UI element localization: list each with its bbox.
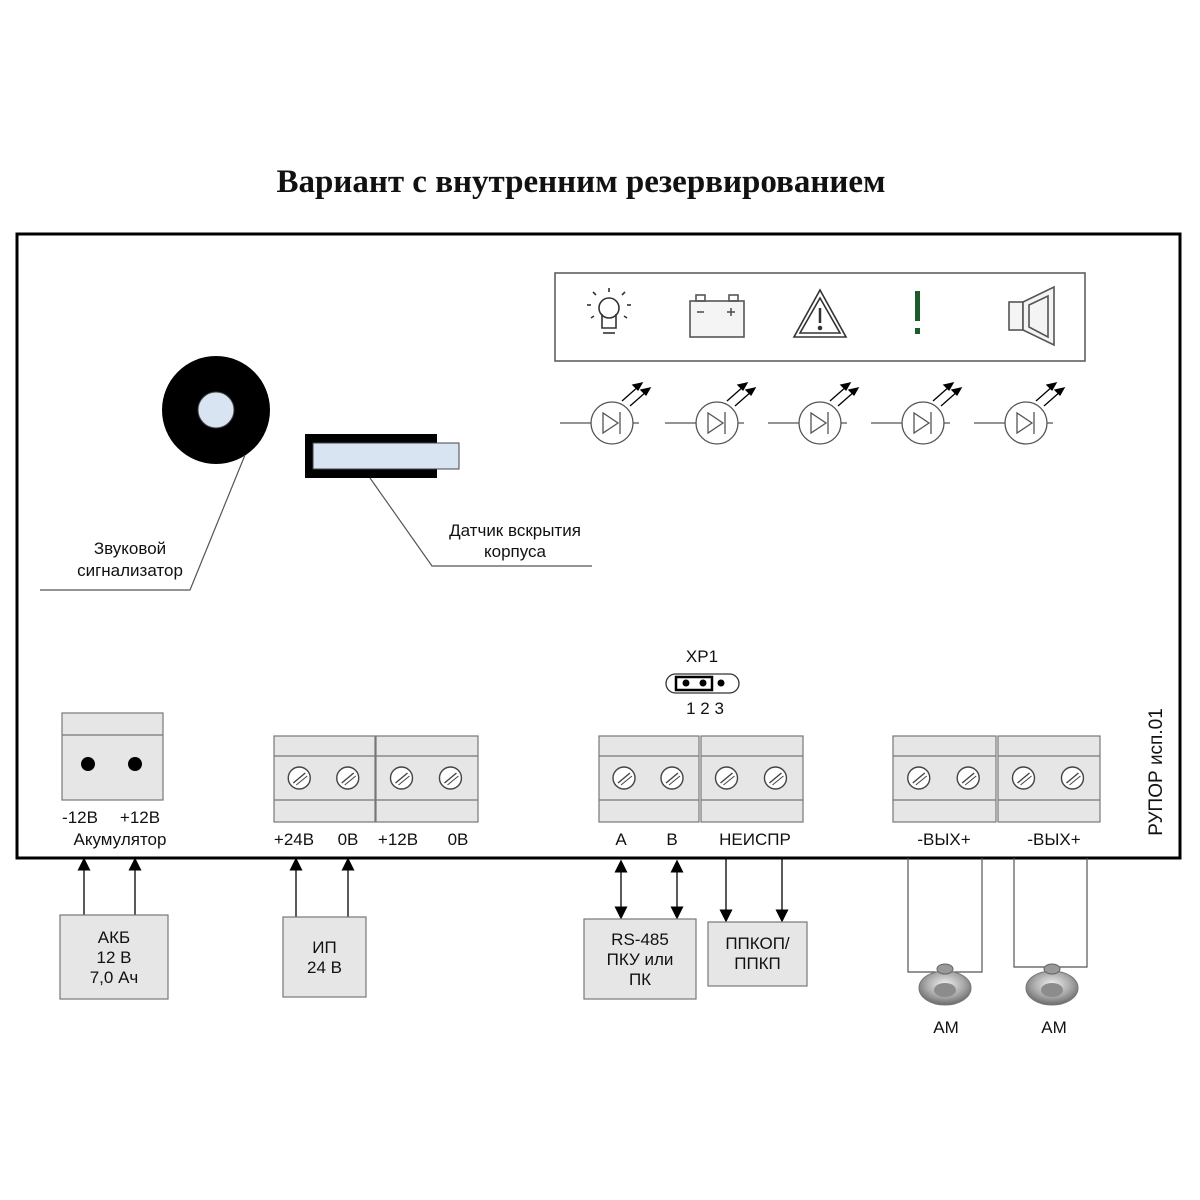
interface-terminal-block-1 [598,735,700,823]
interface-pin-fault: НЕИСПР [719,830,791,849]
screw-icon [1060,766,1085,790]
ppk-line-1: ППКОП/ [725,934,790,953]
ip-box [282,916,367,998]
output-terminal-block-2 [997,735,1101,823]
screw-icon [438,766,463,790]
speaker-1-wire [907,858,983,973]
interface-pin-a: А [615,830,627,849]
ppk-box [707,921,808,987]
xp1-pins: 1 2 3 [686,699,724,718]
led-2-icon [665,382,757,445]
akb-box [59,914,169,1000]
output-terminal-block-1 [892,735,997,823]
terminal-blocks [273,735,1101,823]
battery-connector [61,712,164,801]
xp1-label: XP1 [685,647,719,666]
power-pin-0v-1: 0В [337,830,359,849]
output-2-label: -ВЫХ+ [1027,830,1081,849]
screw-icon [389,766,414,790]
rs485-box [583,918,697,1000]
screw-icon [287,766,311,790]
ip-text: ИП 24 В [283,938,366,978]
screw-icon [714,766,739,790]
rs485-line-3: ПК [628,970,652,989]
tamper-label-2: корпуса [483,542,546,561]
power-pin-0v-2: 0В [447,830,469,849]
screw-icon [907,766,931,790]
power-terminal-block-1 [273,735,376,823]
battery-pin-minus: -12В [62,808,98,827]
ip-line-2: 24 В [307,958,342,977]
led-3-icon [768,382,860,445]
battery-icon [689,294,745,338]
interface-pin-b: В [666,830,678,849]
buzzer-label-2: сигнализатор [77,561,183,580]
screw-icon [336,766,360,790]
output-1-label: -ВЫХ+ [917,830,971,849]
ppk-text: ППКОП/ ППКП [708,934,807,974]
screw-icon [612,766,636,790]
screw-icon [1011,766,1036,790]
tamper-leader [369,477,592,567]
rs485-line-2: ПКУ или [606,950,674,969]
speaker-2-label: АМ [1041,1018,1067,1037]
tamper-sensor [305,434,460,478]
tamper-label-1: Датчик вскрытия [449,521,581,540]
akb-line-1: АКБ [97,928,131,947]
exclamation-icon [915,291,920,334]
akb-line-3: 7,0 Ач [89,968,139,987]
rs485-line-1: RS-485 [611,930,669,949]
battery-pin-plus: +12В [119,808,161,827]
speaker-2-icon [1025,963,1079,1006]
speaker-1-label: АМ [933,1018,959,1037]
interface-terminal-block-2 [700,735,804,823]
speaker-2-wire [1013,858,1088,968]
speaker-icon [1008,285,1055,347]
buzzer-label-1: Звуковой [93,539,167,558]
warning-triangle-icon [792,288,848,338]
led-row [560,382,1066,445]
rs485-text: RS-485 ПКУ или ПК [584,930,696,990]
screw-icon [660,766,684,790]
screw-icon [956,766,980,790]
battery-caption: Акумулятор [73,830,167,849]
akb-line-2: 12 В [96,948,132,967]
led-5-icon [974,382,1066,445]
light-bulb-icon [587,288,631,334]
power-pin-24v: +24В [273,830,315,849]
buzzer-leader [40,454,246,591]
ip-line-1: ИП [312,938,337,957]
power-pin-12v: +12В [377,830,419,849]
xp1-jumper [665,673,740,694]
led-4-icon [871,382,963,445]
screw-icon [763,766,788,790]
power-terminal-block-2 [375,735,479,823]
speaker-1-icon [918,963,972,1006]
buzzer [162,356,270,464]
device-name: РУПОР исп.01 [1146,708,1167,836]
ppk-line-2: ППКП [734,954,781,973]
akb-text: АКБ 12 В 7,0 Ач [60,928,168,988]
diagram-title: Вариант с внутренним резервированием [276,164,886,200]
led-1-icon [560,382,652,445]
